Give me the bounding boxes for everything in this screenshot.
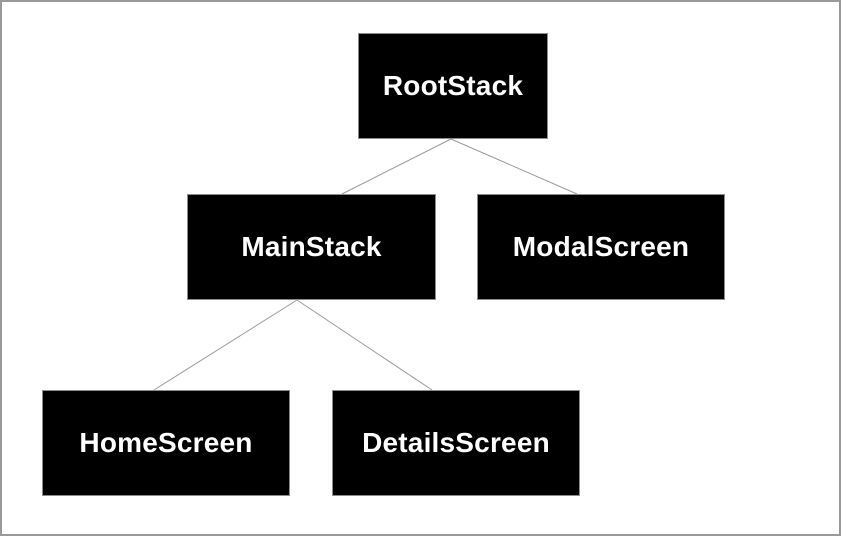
node-mainstack: MainStack <box>187 194 436 300</box>
edge-rootstack-to-mainstack <box>341 138 452 195</box>
node-detailsscreen: DetailsScreen <box>332 390 580 496</box>
node-modalscreen: ModalScreen <box>477 194 725 300</box>
edge-mainstack-to-homescreen <box>153 299 298 391</box>
node-rootstack: RootStack <box>358 33 548 139</box>
edge-mainstack-to-detailsscreen <box>296 299 433 391</box>
node-homescreen: HomeScreen <box>42 390 290 496</box>
edge-rootstack-to-modalscreen <box>450 138 578 195</box>
